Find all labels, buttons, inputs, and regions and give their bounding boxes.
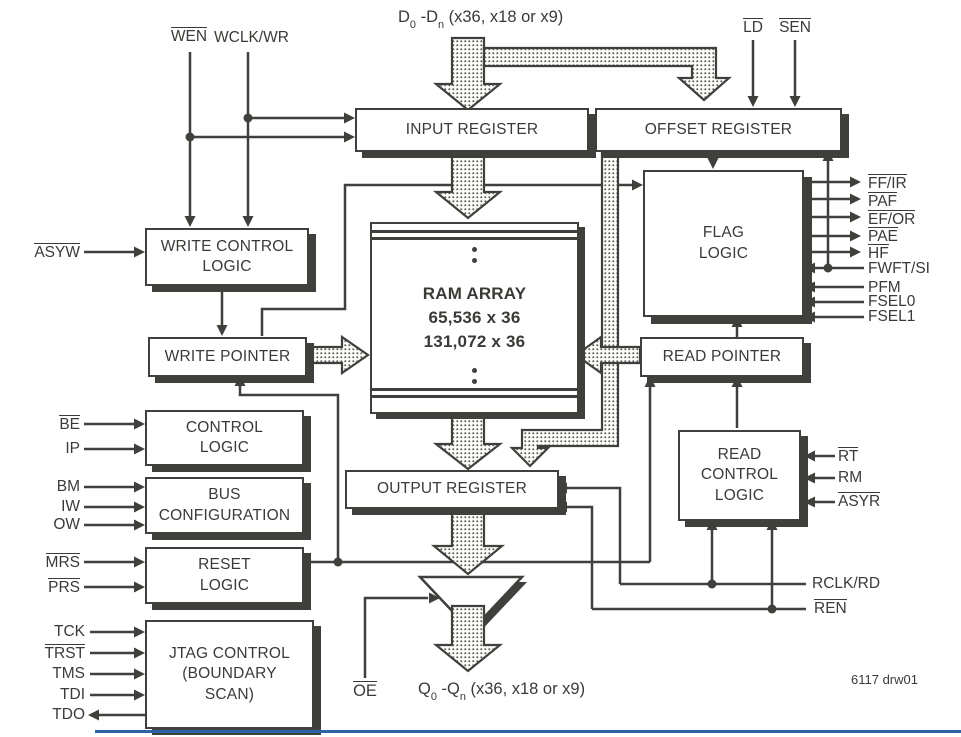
prs-label: PRS — [48, 578, 80, 596]
ram-array-title: RAM ARRAY — [422, 284, 527, 304]
write-control-logic-block: WRITE CONTROL LOGIC — [145, 228, 309, 286]
ram-ellipsis-dot — [472, 258, 477, 263]
bm-label: BM — [56, 478, 80, 495]
output-register-label: OUTPUT REGISTER — [377, 480, 527, 498]
ram-ellipsis-dot — [472, 247, 477, 252]
page-bottom-rule — [95, 730, 961, 733]
wclk-wr-label: WCLK/WR — [214, 29, 289, 46]
fsel1-label: FSEL1 — [868, 308, 916, 325]
offset-register-block: OFFSET REGISTER — [595, 108, 842, 152]
bus-config-line1: BUS — [208, 486, 241, 504]
pae-label: PAE — [868, 227, 898, 245]
read-pointer-to-ram-arrow — [574, 334, 642, 376]
mrs-label: MRS — [45, 553, 80, 571]
jtag-line3: SCAN) — [204, 685, 255, 703]
input-register-label: INPUT REGISTER — [405, 120, 539, 138]
q-bus-arrow-group — [432, 604, 504, 673]
read-pointer-block: READ POINTER — [640, 337, 804, 377]
jtag-control-block: JTAG CONTROL (BOUNDARY SCAN) — [145, 620, 314, 729]
ip-label: IP — [65, 440, 80, 457]
flag-logic-line1: FLAG — [702, 224, 745, 242]
control-logic-line1: CONTROL — [185, 418, 264, 436]
bus-configuration-block: BUS CONFIGURATION — [145, 477, 304, 534]
sen-label: SEN — [779, 18, 811, 36]
ram-ellipsis-dot — [472, 368, 477, 373]
hf-label: HF — [868, 244, 889, 262]
pfm-label: PFM — [868, 279, 901, 296]
read-pointer-label: READ POINTER — [662, 347, 782, 365]
ram-bottom-rule-2 — [372, 395, 577, 398]
fwft-si-label: FWFT/SI — [868, 260, 930, 277]
write-pointer-label: WRITE POINTER — [164, 347, 291, 365]
paf-label: PAF — [868, 192, 897, 210]
ow-label: OW — [53, 516, 80, 533]
arrowheads — [88, 96, 861, 721]
junction-dots — [185, 113, 833, 614]
ef-or-label: EF/OR — [868, 210, 916, 228]
read-control-line2: CONTROL — [700, 466, 779, 484]
wen-label: WEN — [170, 27, 208, 45]
ram-top-rule-1 — [372, 230, 577, 233]
write-pointer-to-ram-arrow — [303, 334, 370, 376]
bus-config-line2: CONFIGURATION — [158, 506, 291, 524]
ld-label: LD — [743, 18, 763, 36]
output-register-block: OUTPUT REGISTER — [345, 470, 559, 509]
q-bus-arrow — [432, 604, 504, 673]
tms-label: TMS — [52, 665, 85, 682]
tck-label: TCK — [54, 623, 85, 640]
rclk-rd-label: RCLK/RD — [812, 575, 881, 592]
ff-ir-label: FF/IR — [868, 174, 907, 192]
rt-label: RT — [838, 447, 859, 465]
offset-register-label: OFFSET REGISTER — [644, 120, 793, 138]
ram-ellipsis-dot — [472, 379, 477, 384]
fsel0-label: FSEL0 — [868, 293, 916, 310]
ram-array-size1: 65,536 x 36 — [428, 308, 521, 328]
data-bus-to-offset-arrow — [482, 46, 732, 102]
ram-bottom-rule-1 — [372, 388, 577, 391]
rm-label: RM — [838, 469, 863, 486]
ren-label: REN — [814, 599, 847, 617]
input-to-ram-arrow — [432, 148, 504, 220]
reset-logic-block: RESET LOGIC — [145, 547, 304, 604]
read-control-line1: READ — [717, 446, 762, 464]
be-label: BE — [59, 415, 80, 433]
control-logic-line2: LOGIC — [199, 439, 250, 456]
jtag-line1: JTAG CONTROL — [169, 645, 290, 663]
input-register-block: INPUT REGISTER — [355, 108, 589, 152]
tdo-label: TDO — [52, 706, 85, 723]
write-control-line2: LOGIC — [202, 258, 252, 275]
offset-to-output-bus — [509, 148, 620, 468]
tdi-label: TDI — [60, 686, 85, 703]
drawing-reference: 6117 drw01 — [851, 672, 918, 687]
trst-label: TRST — [44, 644, 85, 662]
jtag-line2: (BOUNDARY — [182, 665, 277, 683]
q-bus-label: Q0 -Qn (x36, x18 or x9) — [418, 680, 586, 704]
ram-top-rule-2 — [372, 237, 577, 240]
write-pointer-block: WRITE POINTER — [148, 337, 307, 377]
reset-logic-line1: RESET — [198, 556, 251, 574]
read-control-line3: LOGIC — [714, 486, 765, 504]
asyw-label: ASYW — [34, 243, 80, 261]
output-to-buffer-arrow — [430, 505, 506, 576]
flag-logic-block: FLAG LOGIC — [643, 170, 804, 317]
write-control-line1: WRITE CONTROL — [160, 237, 294, 255]
flag-logic-line2: LOGIC — [698, 244, 749, 262]
reset-logic-line2: LOGIC — [199, 576, 250, 594]
bus-arrows — [303, 36, 732, 576]
read-control-logic-block: READ CONTROL LOGIC — [678, 430, 801, 521]
iw-label: IW — [61, 498, 80, 515]
ram-array-size2: 131,072 x 36 — [423, 331, 526, 351]
tristate-buffer-triangle — [417, 575, 525, 633]
control-logic-block: CONTROL LOGIC — [145, 410, 304, 466]
data-bus-label: D0 -Dn (x36, x18 or x9) — [398, 8, 564, 32]
ram-array-block: RAM ARRAY 65,536 x 36 131,072 x 36 — [370, 222, 579, 414]
asyr-label: ASYR — [838, 492, 881, 510]
oe-label: OE — [353, 681, 377, 700]
ram-to-output-arrow — [432, 410, 504, 471]
